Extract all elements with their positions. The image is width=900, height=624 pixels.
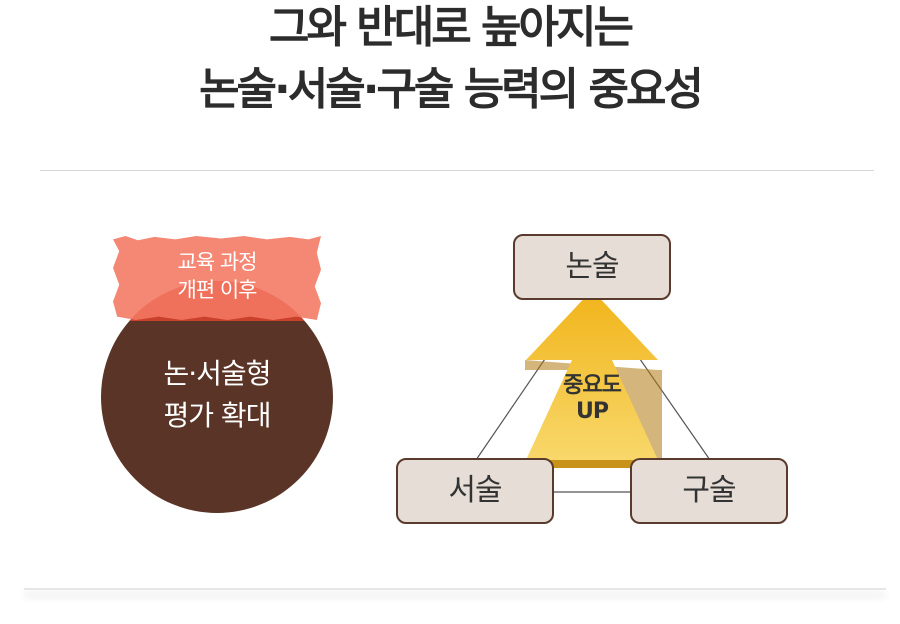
top-divider [40,170,874,171]
tape-line-1: 교육 과정 [177,250,258,274]
title-line-1: 그와 반대로 높아지는 [269,2,634,53]
triangle-diagram [475,289,711,493]
tape-line-2: 개편 이후 [177,278,258,302]
node-nonsul: 논술 [513,234,671,300]
circle-line-1: 논·서술형 [163,357,272,390]
node-seosul: 서술 [396,458,554,524]
node-gusul: 구술 [630,458,788,524]
tape-text: 교육 과정 개편 이후 [113,248,321,304]
circle-text: 논·서술형 평가 확대 [101,353,333,437]
arrow-text: 중요도 UP [542,373,642,425]
arrow-base-shade [526,460,660,468]
importance-arrow [526,290,658,460]
title-line-2: 논술·서술·구술 능력의 중요성 [199,64,704,115]
circle-line-2: 평가 확대 [163,399,272,432]
tape-label [113,236,321,320]
arrow-text-line-1: 중요도 [563,373,622,398]
arrow-text-line-2: UP [576,399,609,424]
bottom-divider [24,588,886,590]
